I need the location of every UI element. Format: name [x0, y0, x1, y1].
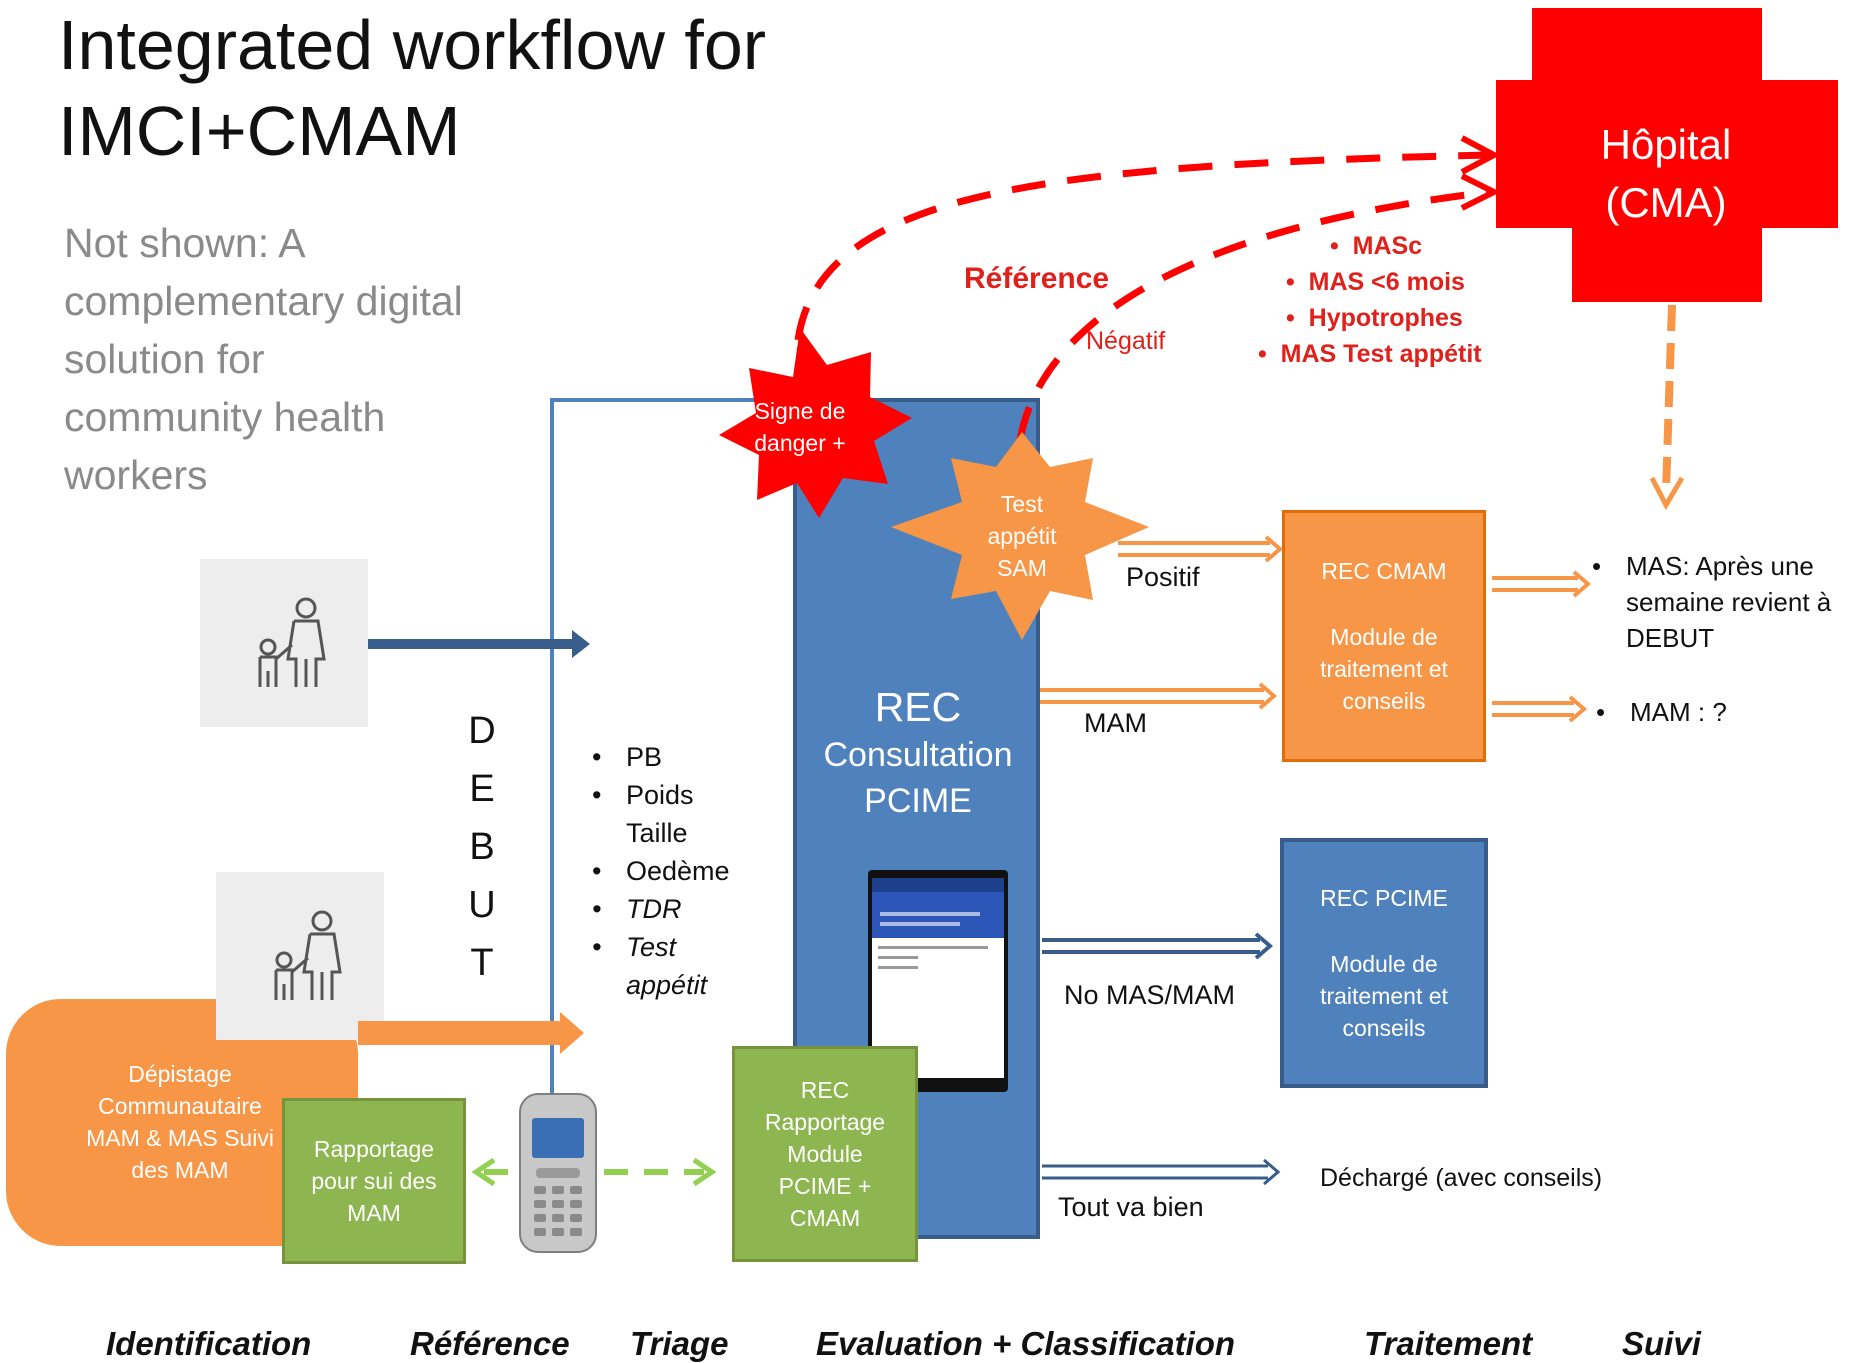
stage-triage: Triage [630, 1325, 729, 1362]
reference-label: Référence [964, 262, 1110, 295]
arrow-identification-orange-head [560, 1012, 584, 1054]
debut-letter: E [469, 768, 495, 810]
stage-traitement: Traitement [1364, 1325, 1533, 1362]
rec-cmam-box: REC CMAM Module de traitement et conseil… [1282, 510, 1486, 762]
debut-vertical-label: D E B U T [462, 702, 502, 992]
debut-letter: T [470, 942, 494, 984]
triage-item: Test appétit [588, 928, 736, 1004]
signe-danger-label: Signe de danger + [730, 395, 870, 459]
referral-reason-text: MASc [1352, 232, 1423, 260]
rec-rapportage-label: REC Rapportage Module PCIME + CMAM [764, 1077, 886, 1231]
rapportage-label: Rapportage pour sui des MAM [311, 1136, 437, 1226]
hospital-line-1: Hôpital [1600, 121, 1732, 168]
triage-item: Oedème [588, 852, 768, 890]
depistage-shape [6, 999, 358, 1246]
arrow-tout-va-bien [1042, 1158, 1281, 1186]
arrow-rec-cmam-mas [1492, 570, 1592, 598]
debut-letter: B [469, 826, 495, 868]
test-appetit-label: Test appétit SAM [952, 488, 1092, 584]
outcome-no-mas-mam: No MAS/MAM [1064, 980, 1236, 1010]
referral-reason-text: MAS Test appétit [1280, 340, 1482, 368]
stage-reference: Référence [410, 1325, 570, 1362]
referral-reason-text: Hypotrophes [1308, 304, 1463, 332]
rec-pcime-title: REC PCIME [1320, 885, 1448, 911]
referral-reason-text: MAS <6 mois [1308, 268, 1465, 296]
followup-mam-text: MAM : ? [1592, 694, 1727, 730]
referral-curve-danger [794, 151, 1491, 341]
outcome-tout-va-bien: Tout va bien [1058, 1192, 1204, 1222]
triage-item: PB [588, 738, 768, 776]
signe-danger-line-2: danger + [754, 430, 846, 456]
test-appetit-line-1: Test [1000, 491, 1044, 517]
followup-mam: MAM : ? [1592, 694, 1727, 730]
hospital-return-arrowhead [1649, 476, 1685, 511]
followup-mas-text: MAS: Après une semaine revient à DEBUT [1588, 548, 1846, 656]
rec-consultation-line-3: PCIME [864, 782, 972, 820]
arrow-positif [1118, 535, 1284, 563]
sms-link-arrowhead-left [471, 1157, 496, 1187]
rec-pcime-body: Module de traitement et conseils [1320, 951, 1448, 1041]
rec-cmam-body: Module de traitement et conseils [1320, 624, 1448, 714]
sms-link-arrowhead-right [692, 1157, 717, 1187]
signe-danger-line-1: Signe de [754, 398, 846, 424]
title-line-2: IMCI+CMAM [58, 92, 461, 170]
outcome-mam: MAM [1084, 708, 1147, 738]
parent-child-icon-2 [216, 872, 384, 1040]
referral-arrowhead-2 [1460, 173, 1501, 211]
rec-cmam-title: REC CMAM [1321, 558, 1447, 584]
debut-letter: D [468, 710, 496, 752]
triage-item: TDR [588, 890, 768, 928]
discharge-label: Déchargé (avec conseils) [1320, 1164, 1603, 1192]
page-title: Integrated workflow for IMCI+CMAM [58, 2, 766, 174]
rec-consultation-label: REC Consultation PCIME [800, 682, 1036, 824]
stage-identification: Identification [106, 1325, 312, 1362]
outcome-positif: Positif [1126, 562, 1200, 592]
negatif-label: Négatif [1086, 327, 1166, 355]
subtitle: Not shown: A complementary digital solut… [64, 220, 463, 498]
referral-reason: • MAS <6 mois [1286, 268, 1465, 296]
followup-mas: MAS: Après une semaine revient à DEBUT [1588, 548, 1846, 656]
test-appetit-star [891, 432, 1149, 640]
hospital-return-dashed [1662, 304, 1676, 493]
referral-reasons-list: • MASc • MAS <6 mois • Hypotrophes • MAS… [1234, 228, 1482, 372]
rapportage-box: Rapportage pour sui des MAM [282, 1098, 466, 1264]
arrow-rec-cmam-mam [1492, 695, 1588, 723]
hospital-label: Hôpital (CMA) [1560, 116, 1772, 232]
signe-danger-star [719, 328, 912, 518]
parent-child-icon-1 [200, 559, 368, 727]
smartphone-screen-image [868, 870, 1008, 1092]
rec-rapportage-box: REC Rapportage Module PCIME + CMAM [732, 1046, 918, 1262]
test-appetit-line-3: SAM [997, 555, 1047, 581]
rec-consultation-line-2: Consultation [823, 736, 1013, 774]
referral-reason: • MASc [1330, 232, 1423, 260]
rec-consultation-line-1: REC [874, 684, 962, 730]
stage-evaluation-classification: Evaluation + Classification [816, 1325, 1236, 1362]
person-icon-bg-2 [216, 872, 384, 1040]
referral-reason: • MAS Test appétit [1258, 340, 1482, 368]
referral-arrowhead-1 [1460, 135, 1501, 175]
rec-pcime-box: REC PCIME Module de traitement et consei… [1280, 838, 1488, 1088]
title-line-1: Integrated workflow for [58, 6, 767, 84]
triage-item: Poids Taille [588, 776, 736, 852]
hospital-line-2: (CMA) [1605, 179, 1727, 226]
referral-curve-negatif [1016, 188, 1491, 441]
arrow-identification-blue-head [572, 630, 590, 658]
debut-letter: U [468, 884, 496, 926]
stage-suivi: Suivi [1622, 1325, 1701, 1362]
test-appetit-line-2: appétit [987, 523, 1057, 549]
person-icon-bg-1 [200, 559, 368, 727]
depistage-label: Dépistage Communautaire MAM & MAS Suivi … [86, 1061, 274, 1183]
arrow-no-mas-mam [1042, 932, 1274, 960]
arrow-mam [1040, 682, 1278, 710]
mobile-phone-icon [519, 1093, 597, 1253]
referral-reason: • Hypotrophes [1286, 304, 1463, 332]
hospital-cross [1496, 8, 1838, 302]
triage-list: PB Poids Taille Oedème TDR Test appétit [588, 738, 768, 1004]
